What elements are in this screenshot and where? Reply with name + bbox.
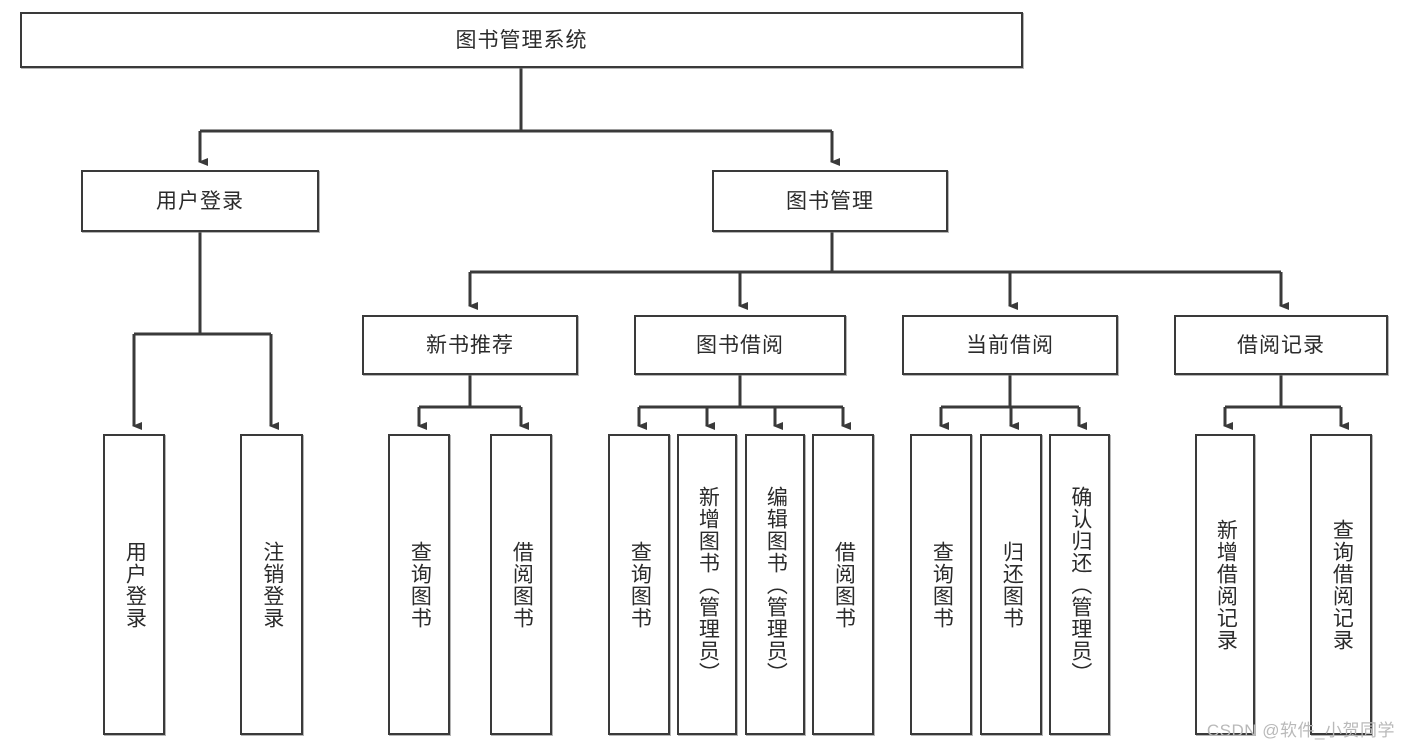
node-leaf-query-book-current[interactable]: 查询图书 [910, 434, 972, 735]
node-leaf-query-borrow-record[interactable]: 查询借阅记录 [1310, 434, 1372, 735]
node-new-book-recommend-label: 新书推荐 [426, 333, 514, 357]
node-book-management-label: 图书管理 [786, 189, 874, 213]
connector-group-user-login [132, 232, 279, 430]
connector-group-book-management [468, 232, 1289, 310]
node-book-borrow[interactable]: 图书借阅 [634, 315, 846, 375]
node-leaf-label: 借阅图书 [510, 540, 534, 629]
node-root-system[interactable]: 图书管理系统 [20, 12, 1023, 68]
node-book-borrow-label: 图书借阅 [696, 333, 784, 357]
node-book-management[interactable]: 图书管理 [712, 170, 948, 232]
node-leaf-edit-book-admin[interactable]: 编辑图书（管理员） [745, 434, 805, 735]
node-leaf-borrow-book[interactable]: 借阅图书 [812, 434, 874, 735]
connector-group-new-book-recommend [417, 375, 529, 430]
node-leaf-label: 新增图书（管理员） [696, 485, 720, 684]
node-leaf-label: 查询图书 [408, 540, 432, 629]
node-leaf-label: 新增借阅记录 [1214, 518, 1238, 651]
node-borrow-records[interactable]: 借阅记录 [1174, 315, 1388, 375]
connector-group-current-borrow [939, 375, 1087, 430]
node-current-borrow[interactable]: 当前借阅 [902, 315, 1118, 375]
node-new-book-recommend[interactable]: 新书推荐 [362, 315, 578, 375]
node-leaf-add-borrow-record[interactable]: 新增借阅记录 [1195, 434, 1255, 735]
node-user-login-label: 用户登录 [156, 189, 244, 213]
node-leaf-borrow-book-recommend[interactable]: 借阅图书 [490, 434, 552, 735]
node-borrow-records-label: 借阅记录 [1237, 333, 1325, 357]
node-leaf-label: 查询借阅记录 [1330, 518, 1354, 651]
node-leaf-label: 借阅图书 [832, 540, 856, 629]
node-leaf-label: 查询图书 [628, 540, 652, 629]
node-leaf-confirm-return-admin[interactable]: 确认归还（管理员） [1049, 434, 1110, 735]
node-user-login[interactable]: 用户登录 [81, 170, 319, 232]
connector-group-borrow-records [1223, 375, 1349, 430]
connector-group-root [198, 68, 840, 166]
node-leaf-add-book-admin[interactable]: 新增图书（管理员） [677, 434, 737, 735]
node-leaf-logout[interactable]: 注销登录 [240, 434, 303, 735]
node-leaf-label: 用户登录 [123, 540, 147, 629]
node-current-borrow-label: 当前借阅 [966, 333, 1054, 357]
node-leaf-query-book-borrow[interactable]: 查询图书 [608, 434, 670, 735]
node-leaf-label: 查询图书 [930, 540, 954, 629]
node-leaf-label: 确认归还（管理员） [1068, 485, 1092, 684]
node-root-label: 图书管理系统 [455, 28, 588, 52]
node-leaf-query-book-recommend[interactable]: 查询图书 [388, 434, 450, 735]
node-leaf-label: 注销登录 [260, 540, 284, 629]
connector-group-book-borrow [637, 375, 851, 430]
node-leaf-label: 归还图书 [1000, 540, 1024, 629]
node-leaf-return-book[interactable]: 归还图书 [980, 434, 1042, 735]
node-leaf-user-login[interactable]: 用户登录 [103, 434, 165, 735]
node-leaf-label: 编辑图书（管理员） [764, 485, 788, 684]
